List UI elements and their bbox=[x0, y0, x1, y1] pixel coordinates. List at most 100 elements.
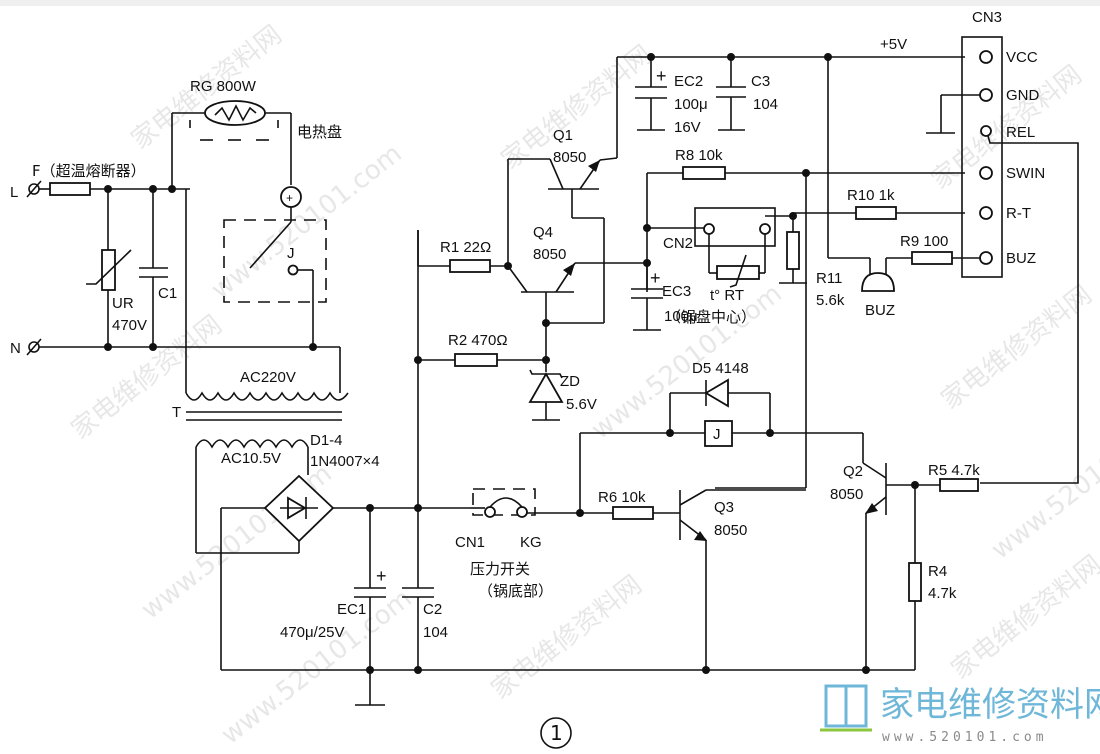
regulator-section: R1 22Ω R2 470Ω ZD 5.6V Q1 8050 bbox=[417, 57, 648, 421]
q4-value: 8050 bbox=[533, 246, 566, 263]
resistor-R5 bbox=[939, 478, 979, 492]
c1-label: C1 bbox=[158, 285, 177, 302]
zener-ZD bbox=[528, 372, 564, 403]
sensor-section: R8 10k CN2 t° RT （锅盘中心） R10 1k bbox=[631, 57, 985, 489]
pressure-switch-box bbox=[472, 488, 536, 516]
ur-value: 470V bbox=[112, 317, 147, 334]
ac220-label: AC220V bbox=[240, 369, 296, 386]
ec2-value: 100μ bbox=[674, 96, 708, 113]
ec1-name: EC1 bbox=[337, 601, 366, 618]
cn3-pin-rt bbox=[979, 206, 993, 220]
c3-value: 104 bbox=[753, 96, 778, 113]
terminal-L-icon bbox=[26, 180, 42, 198]
q3-value: 8050 bbox=[714, 522, 747, 539]
heater-label: 电热盘 bbox=[297, 123, 342, 141]
resistor-pulldown bbox=[786, 231, 800, 270]
watermark: www.520101.com bbox=[216, 584, 418, 751]
d14-value: 1N4007×4 bbox=[310, 453, 380, 470]
r9-label: R9 100 bbox=[900, 233, 948, 250]
zd-value: 5.6V bbox=[566, 396, 597, 413]
svg-text:+: + bbox=[656, 66, 667, 86]
q1-value: 8050 bbox=[553, 149, 586, 166]
cn3-label: CN3 bbox=[972, 9, 1002, 26]
watermark: 家电维修资料网 bbox=[946, 550, 1100, 686]
logo-url: www.520101.com bbox=[882, 730, 1048, 745]
d14-name: D1-4 bbox=[310, 432, 343, 449]
top-edge bbox=[0, 0, 1100, 6]
resistor-R10 bbox=[855, 206, 897, 220]
cn3-pin-vcc bbox=[979, 50, 993, 64]
cn3-pin-swin bbox=[979, 166, 993, 180]
fuse-F bbox=[49, 182, 91, 196]
figure-number-text: 1 bbox=[550, 721, 563, 745]
relay-driver-section: D5 4148 J R6 10k Q3 8050 Q2 8050 bbox=[576, 360, 980, 674]
c2-name: C2 bbox=[423, 601, 442, 618]
cn3-pin-gnd bbox=[979, 88, 993, 102]
buz-label: BUZ bbox=[865, 302, 895, 319]
transformer-primary bbox=[185, 391, 349, 401]
watermark: www.520101.com bbox=[986, 399, 1100, 566]
rectifier-section: D1-4 1N4007×4 + EC1 470μ/25V C2 104 bbox=[195, 230, 915, 706]
supply-filter-section: + EC2 100μ 16V C3 104 +5V bbox=[617, 36, 965, 136]
ur-name: UR bbox=[112, 295, 134, 312]
pressure-switch-loc: （锅底部） bbox=[478, 582, 553, 600]
resistor-R9 bbox=[911, 251, 953, 265]
r11-name: R11 bbox=[816, 270, 842, 287]
label-L: L bbox=[10, 184, 18, 201]
cn3-pin-label: BUZ bbox=[1006, 250, 1036, 267]
pressure-switch-label: 压力开关 bbox=[470, 560, 530, 578]
r4-name: R4 bbox=[928, 563, 947, 580]
r8-label: R8 10k bbox=[675, 147, 723, 164]
r10-label: R10 1k bbox=[847, 187, 895, 204]
q3-name: Q3 bbox=[714, 499, 734, 516]
cn1-label: CN1 bbox=[455, 534, 485, 551]
transformer-label: T bbox=[172, 404, 181, 421]
svg-text:+: + bbox=[650, 268, 661, 288]
q4-name: Q4 bbox=[533, 224, 553, 241]
svg-text:+: + bbox=[376, 566, 387, 586]
rt-loc: （锅盘中心） bbox=[666, 308, 756, 326]
rg-label: RG 800W bbox=[190, 78, 257, 95]
fuse-label: F（超温熔断器） bbox=[32, 162, 146, 180]
watermark: www.520101.com bbox=[586, 279, 788, 446]
watermark: 家电维修资料网 bbox=[936, 280, 1098, 416]
transformer-secondary bbox=[195, 439, 309, 449]
cn3-pin-label: GND bbox=[1006, 87, 1040, 104]
site-logo: 家电维修资料网 www.520101.com bbox=[820, 684, 1100, 745]
d5-label: D5 4148 bbox=[692, 360, 749, 377]
diode-D5 bbox=[704, 378, 729, 408]
r2-label: R2 470Ω bbox=[448, 332, 508, 349]
buzzer-icon bbox=[861, 272, 895, 292]
connector-CN3: CN3 VCC GND REL SWIN R-T BUZ bbox=[926, 9, 1079, 484]
pressure-switch-contact bbox=[489, 497, 523, 508]
q1-name: Q1 bbox=[553, 127, 573, 144]
c2-value: 104 bbox=[423, 624, 448, 641]
r4-value: 4.7k bbox=[928, 585, 957, 602]
ec2-volt: 16V bbox=[674, 119, 701, 136]
cn3-pin-label: R-T bbox=[1006, 205, 1031, 222]
resistor-R8 bbox=[682, 166, 726, 180]
cn3-pin-label: REL bbox=[1006, 124, 1035, 141]
q2-value: 8050 bbox=[830, 486, 863, 503]
relay-coil-label: J bbox=[713, 426, 721, 443]
logo-text: 家电维修资料网 bbox=[880, 685, 1100, 725]
ec3-value: 100μ bbox=[664, 308, 698, 325]
c3-name: C3 bbox=[751, 73, 770, 90]
ec2-name: EC2 bbox=[674, 73, 703, 90]
plus5v-label: +5V bbox=[880, 36, 907, 53]
logo-book-icon bbox=[824, 684, 848, 728]
relay-j-label: J bbox=[287, 245, 295, 262]
svg-text:+: + bbox=[286, 191, 293, 205]
resistor-R4 bbox=[908, 562, 922, 602]
resistor-R2 bbox=[454, 353, 498, 367]
cn3-pin-label: SWIN bbox=[1006, 165, 1045, 182]
ec3-name: EC3 bbox=[662, 283, 691, 300]
r5-label: R5 4.7k bbox=[928, 462, 980, 479]
label-N: N bbox=[10, 340, 21, 357]
ac105-label: AC10.5V bbox=[221, 450, 281, 467]
relay-contact-box bbox=[223, 219, 327, 303]
cn2-label: CN2 bbox=[663, 235, 693, 252]
relay-switch bbox=[249, 221, 292, 269]
mains-section: L N F（超温熔断器） UR 470V C1 bbox=[10, 78, 349, 467]
